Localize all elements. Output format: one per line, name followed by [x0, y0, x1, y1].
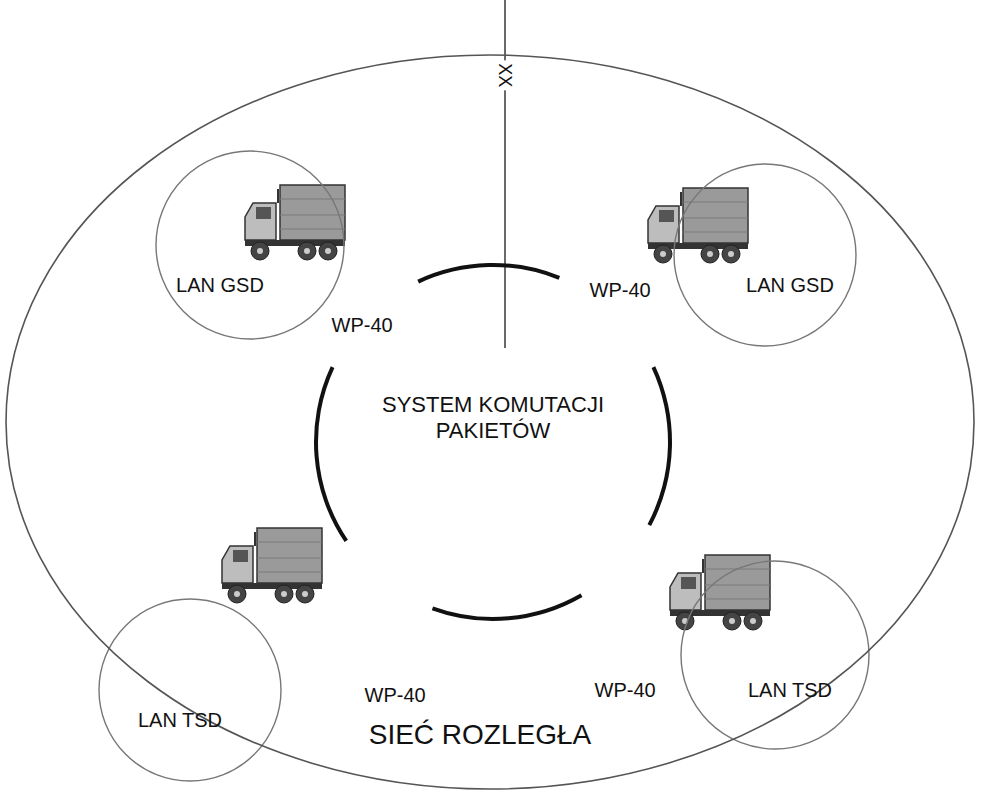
node-label: SIEĆ ROZLEGŁA [369, 718, 592, 752]
lan-circle-outline [98, 598, 282, 782]
node-label: SYSTEM KOMUTACJI PAKIETÓW [348, 392, 638, 445]
node-name: WP-40 [587, 279, 654, 302]
node-name: WP-40 [592, 679, 659, 702]
ring-arc [648, 366, 672, 526]
ring-arc [314, 366, 348, 542]
node-label: LAN TSD [138, 708, 222, 732]
lan-outline [156, 151, 344, 339]
truck-icon [670, 555, 770, 630]
node-label: LAN GSD [746, 273, 834, 297]
ring-arc [417, 263, 560, 283]
lan-outline [681, 561, 869, 749]
lan-circle-outline [673, 163, 857, 347]
link-mark: XX [495, 60, 516, 90]
truck-icon [648, 188, 748, 263]
lan-outline [99, 599, 281, 781]
lan-circle: LAN GSD [673, 163, 857, 347]
network-ellipse: SYSTEM KOMUTACJI PAKIETÓW LAN GSD LAN GSD L… [5, 54, 975, 790]
node-label: LAN GSD [176, 273, 264, 297]
lan-circle: LAN GSD [155, 150, 345, 340]
node-name: WP-40 [329, 314, 396, 337]
node-label: LAN TSD [748, 678, 832, 702]
ring-arc [432, 594, 583, 621]
truck-icon [222, 528, 322, 603]
lan-circle: LAN TSD [680, 560, 870, 750]
link-line [504, 0, 506, 348]
lan-circle-outline [680, 560, 870, 750]
lan-outline [674, 164, 856, 346]
lan-circle: LAN TSD [98, 598, 282, 782]
network-outline [6, 55, 974, 789]
lan-circle-outline [155, 150, 345, 340]
node-name: WP-40 [362, 684, 429, 707]
